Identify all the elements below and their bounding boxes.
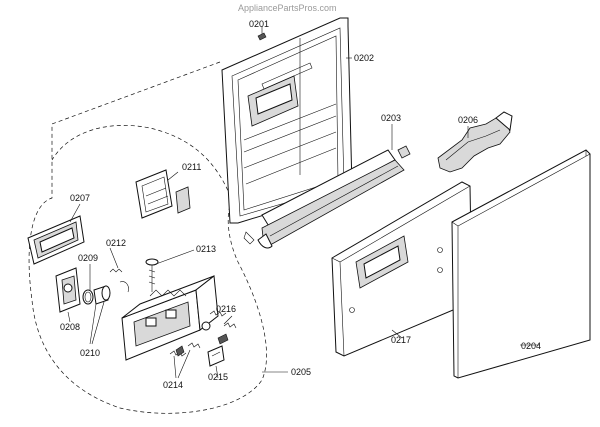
sleeve-part — [93, 285, 111, 305]
label-0210: 0210 — [80, 348, 100, 358]
small-spring-part — [109, 268, 129, 293]
small-bracket-part — [207, 345, 225, 367]
label-0215: 0215 — [208, 372, 228, 382]
spring-set-part — [201, 310, 237, 345]
o-ring-part — [82, 289, 94, 305]
handle-frame — [27, 215, 85, 265]
label-0213: 0213 — [196, 244, 216, 254]
clip-part — [397, 145, 411, 159]
lower-spring-part — [169, 342, 201, 357]
label-0204: 0204 — [521, 341, 541, 351]
control-module-housing — [121, 275, 219, 361]
vent-part — [135, 169, 191, 219]
label-0207: 0207 — [70, 193, 90, 203]
outer-door-panel — [331, 181, 473, 357]
door-trim-strip — [243, 149, 405, 249]
label-0216: 0216 — [216, 304, 236, 314]
watermark: AppliancePartsPros.com — [238, 3, 337, 13]
leader-lines — [67, 26, 540, 379]
label-0202: 0202 — [354, 53, 374, 63]
handle-block — [55, 267, 81, 313]
front-door-panel — [451, 149, 591, 379]
control-panel-group-outline — [28, 61, 267, 414]
label-0205: 0205 — [291, 367, 311, 377]
screw-part — [257, 32, 267, 41]
label-0214: 0214 — [163, 380, 183, 390]
hinge-bracket — [437, 111, 513, 173]
inner-door-panel — [221, 17, 353, 224]
label-0206: 0206 — [458, 115, 478, 125]
label-0208: 0208 — [60, 322, 80, 332]
label-0203: 0203 — [381, 113, 401, 123]
label-0211: 0211 — [182, 162, 201, 172]
label-0217: 0217 — [391, 335, 411, 345]
label-0209: 0209 — [78, 253, 98, 263]
label-0201: 0201 — [249, 19, 269, 29]
pin-part — [145, 258, 159, 292]
label-0212: 0212 — [106, 238, 126, 248]
